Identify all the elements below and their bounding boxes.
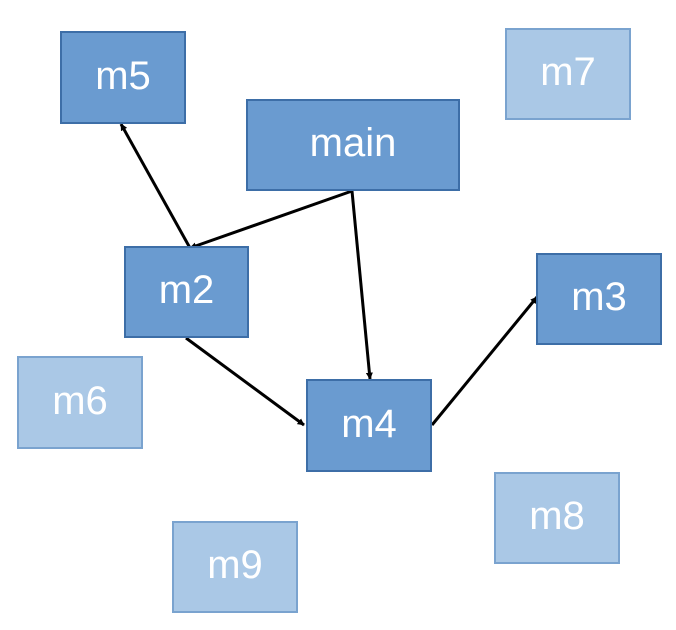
module-label-main: main	[309, 121, 397, 165]
module-label-m7: m7	[540, 50, 596, 94]
module-label-m6: m6	[52, 378, 108, 423]
module-box-m7: m7	[505, 28, 631, 120]
module-box-main: main	[246, 99, 460, 191]
module-label-m5: m5	[95, 53, 151, 98]
module-box-m3: m3	[536, 253, 662, 345]
module-box-m4: m4	[306, 379, 432, 472]
module-box-m9: m9	[172, 521, 298, 613]
module-label-m4: m4	[341, 401, 397, 446]
module-box-m5: m5	[60, 31, 186, 124]
module-box-m8: m8	[494, 472, 620, 564]
module-label-m2: m2	[158, 268, 215, 312]
edge-main-to-m4	[350, 190, 373, 380]
edge-main-to-m2	[189, 189, 353, 250]
edge-m4-to-m3	[430, 296, 539, 426]
edge-m2-to-m4	[185, 336, 305, 427]
module-label-m3: m3	[571, 275, 627, 319]
module-box-m6: m6	[17, 356, 143, 449]
edge-m2-to-m5	[119, 123, 192, 249]
module-label-m8: m8	[529, 494, 585, 538]
module-label-m9: m9	[207, 543, 263, 587]
module-box-m2: m2	[124, 246, 249, 338]
